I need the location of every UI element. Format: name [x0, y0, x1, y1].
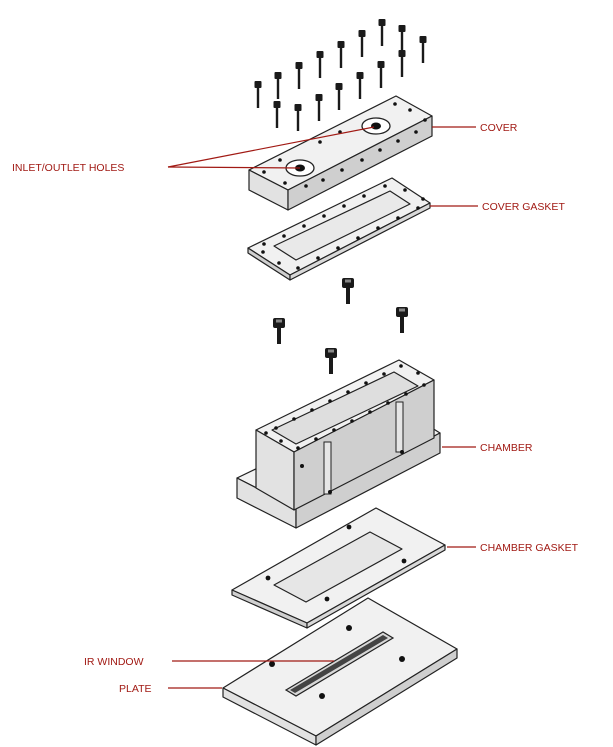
chamber-screw-holes [264, 364, 426, 494]
labels: COVER INLET/OUTLET HOLES COVER GASKET CH… [12, 122, 579, 695]
chamber-bolts [271, 276, 410, 376]
leader-lines [167, 126, 478, 689]
ir-window [284, 631, 395, 697]
label-cover: COVER [480, 122, 518, 134]
plate [222, 597, 458, 746]
cover-side-face [287, 115, 433, 211]
chamber-gasket-holes [265, 524, 407, 602]
cover-gasket-holes [261, 184, 425, 270]
chamber [236, 359, 441, 529]
label-ir-window: IR WINDOW [84, 656, 144, 668]
chamber-gasket [231, 507, 446, 629]
label-chamber-gasket: CHAMBER GASKET [480, 542, 579, 554]
plate-holes [269, 625, 405, 699]
label-chamber: CHAMBER [480, 442, 533, 454]
inlet-outlet-leader-1 [167, 166, 301, 169]
cover-gasket [247, 177, 431, 281]
chamber-posts [323, 401, 404, 495]
inlet-outlet-hole [361, 117, 391, 135]
cover [248, 95, 433, 211]
label-cover-gasket: COVER GASKET [482, 201, 565, 213]
label-plate: PLATE [119, 683, 151, 695]
cover-screw-holes [262, 102, 427, 188]
inlet-outlet-leader-2 [167, 126, 375, 168]
label-inlet-outlet-holes: INLET/OUTLET HOLES [12, 162, 124, 174]
